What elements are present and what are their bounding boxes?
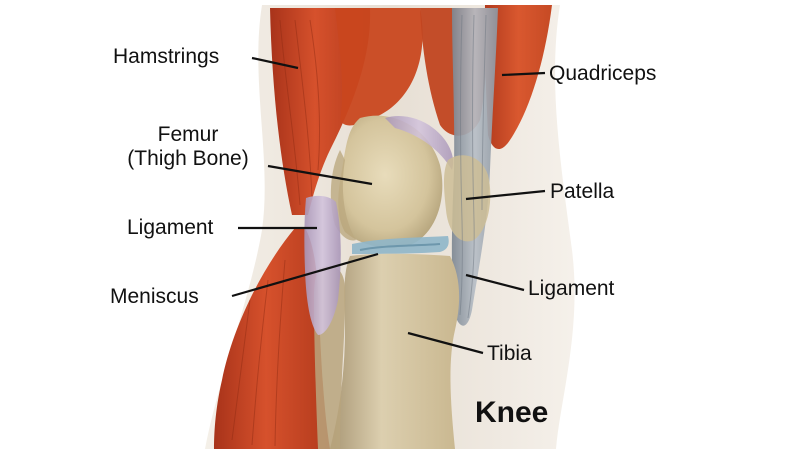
collateral-ligament <box>304 195 341 335</box>
leader-lines <box>231 56 546 355</box>
label-femur-line1: Femur <box>157 123 219 146</box>
label-femur-line2: (Thigh Bone) <box>127 147 249 170</box>
calf-muscle <box>214 228 330 449</box>
label-ligament-right: Ligament <box>528 277 615 300</box>
label-ligament-left: Ligament <box>127 216 214 239</box>
tibia-bone <box>330 253 460 449</box>
label-patella: Patella <box>550 180 615 203</box>
femur-bone <box>338 115 443 248</box>
diagram-title: Knee <box>475 396 549 429</box>
label-tibia: Tibia <box>487 342 532 365</box>
quadriceps-muscle <box>484 5 552 150</box>
label-quadriceps: Quadriceps <box>549 62 657 85</box>
label-hamstrings: Hamstrings <box>113 45 220 68</box>
label-meniscus: Meniscus <box>110 285 199 308</box>
label-femur: Femur (Thigh Bone) <box>106 123 270 171</box>
